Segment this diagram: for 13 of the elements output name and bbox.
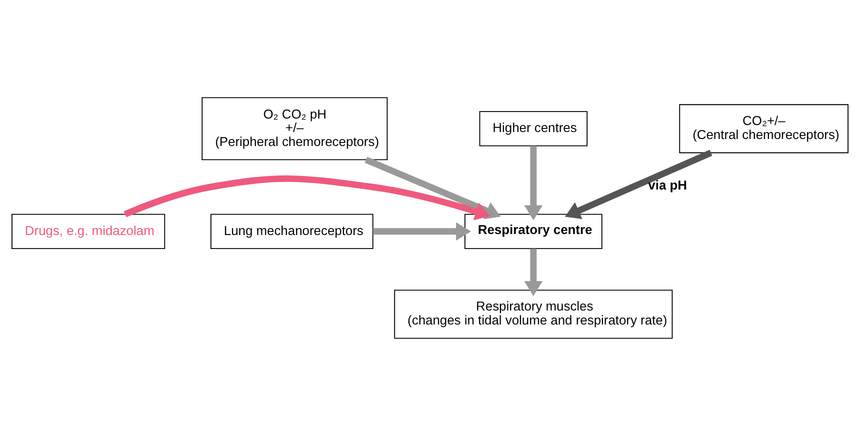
node-box: Respiratory muscles (changes in tidal volume and respiratory rate) — [394, 290, 673, 339]
arrow — [564, 150, 712, 220]
node-box: Drugs, e.g. midazolam — [12, 214, 166, 249]
arrow — [373, 222, 471, 241]
arrow — [524, 248, 543, 296]
node-box: CO₂+/– (Central chemoreceptors) — [679, 104, 848, 154]
arrow — [124, 175, 490, 220]
edge-label: via pH — [648, 178, 687, 192]
node-box: O₂ CO₂ pH +/– (Peripheral chemoreceptors) — [202, 97, 388, 160]
node-box: Respiratory centre — [464, 214, 602, 249]
node-box: Lung mechanoreceptors — [210, 214, 374, 249]
node-box: Higher centres — [479, 111, 588, 146]
arrow — [524, 146, 543, 220]
